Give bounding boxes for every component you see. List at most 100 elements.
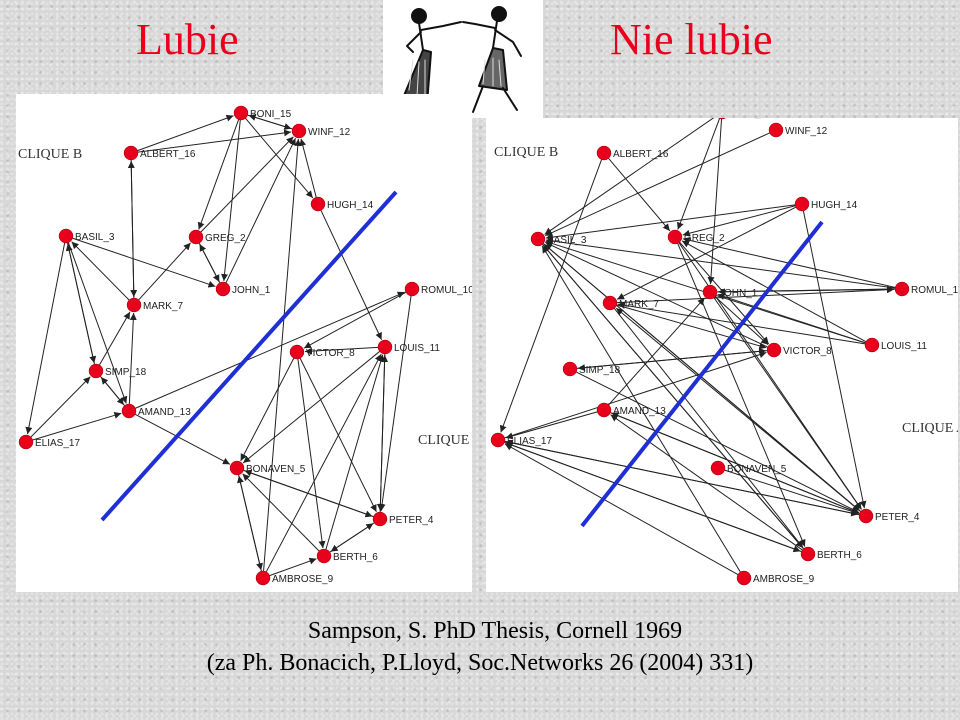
disliked-network-graph: BONI_15WINF_12ALBERT_16HUGH_14BASIL_3GRE… bbox=[490, 118, 958, 586]
node-peter-4 bbox=[372, 511, 388, 527]
node-john-1 bbox=[215, 281, 231, 297]
edge-hugh-14-to-louis-11 bbox=[320, 210, 383, 340]
node-label-elias-17: ELIAS_17 bbox=[35, 438, 80, 449]
edge-boni-15-to-basil-3 bbox=[544, 118, 715, 235]
clique-b-label: CLIQUE B bbox=[494, 145, 558, 160]
edge-victor-8-to-bonaven-5 bbox=[240, 357, 295, 462]
node-label-basil-3: BASIL_3 bbox=[75, 232, 115, 243]
node-mark-7 bbox=[126, 297, 142, 313]
edge-hugh-14-to-greg-2 bbox=[682, 205, 796, 237]
edge-romul-10-to-victor-8 bbox=[303, 291, 407, 349]
node-label-berth-6: BERTH_6 bbox=[817, 550, 862, 561]
node-elias-17 bbox=[490, 432, 506, 448]
node-mark-7 bbox=[602, 295, 618, 311]
edge-layer bbox=[499, 118, 896, 576]
edge-victor-8-to-berth-6 bbox=[297, 358, 326, 549]
edge-amand-13-to-elias-17 bbox=[505, 411, 598, 440]
edge-boni-15-to-greg-2 bbox=[197, 119, 240, 230]
node-bonaven-5 bbox=[229, 460, 245, 476]
edge-ambrose-9-to-louis-11 bbox=[265, 353, 382, 573]
clique-a-label: CLIQUE A bbox=[902, 421, 958, 436]
node-bonaven-5 bbox=[710, 460, 726, 476]
node-label-albert-16: ALBERT_16 bbox=[613, 149, 669, 160]
edge-berth-6-to-bonaven-5 bbox=[242, 473, 320, 552]
edge-mark-7-to-basil-3 bbox=[71, 241, 130, 301]
node-elias-17 bbox=[18, 434, 34, 450]
edge-simp-18-to-victor-8 bbox=[576, 347, 767, 369]
edge-louis-11-to-john-1 bbox=[717, 293, 866, 344]
edge-simp-18-to-peter-4 bbox=[576, 371, 860, 513]
node-label-louis-11: LOUIS_11 bbox=[394, 343, 440, 354]
edge-basil-3-to-john-1 bbox=[72, 237, 216, 288]
node-label-mark-7: MARK_7 bbox=[143, 301, 183, 312]
node-victor-8 bbox=[766, 342, 782, 358]
node-label-john-1: JOHN_1 bbox=[232, 285, 271, 296]
node-label-amand-13: AMAND_13 bbox=[613, 406, 666, 417]
node-label-victor-8: VICTOR_8 bbox=[306, 348, 355, 359]
node-ambrose-9 bbox=[736, 570, 752, 586]
node-label-elias-17: ELIAS_17 bbox=[507, 436, 552, 447]
edge-hugh-14-to-winf-12 bbox=[299, 138, 317, 198]
edge-peter-4-to-louis-11 bbox=[379, 354, 389, 513]
node-label-simp-18: SIMP_18 bbox=[579, 365, 621, 376]
edge-amand-13-to-simp-18 bbox=[100, 376, 125, 406]
node-greg-2 bbox=[667, 229, 683, 245]
node-label-berth-6: BERTH_6 bbox=[333, 552, 378, 563]
node-label-romul-10: ROMUL_10 bbox=[421, 285, 472, 296]
node-albert-16 bbox=[123, 145, 139, 161]
edge-romul-10-to-basil-3 bbox=[545, 237, 896, 289]
title-lubie: Lubie bbox=[136, 15, 239, 64]
node-romul-10 bbox=[404, 281, 420, 297]
node-label-amand-13: AMAND_13 bbox=[138, 407, 191, 418]
edge-elias-17-to-simp-18 bbox=[30, 376, 91, 438]
node-label-greg-2: GREG_2 bbox=[205, 233, 246, 244]
node-label-peter-4: PETER_4 bbox=[389, 515, 434, 526]
edge-hugh-14-to-peter-4 bbox=[802, 210, 867, 509]
clique-divider-line bbox=[580, 220, 824, 528]
node-basil-3 bbox=[58, 228, 74, 244]
node-label-romul-10: ROMUL_10 bbox=[911, 285, 958, 296]
edge-greg-2-to-winf-12 bbox=[200, 136, 294, 233]
edge-mark-7-to-greg-2 bbox=[138, 242, 191, 301]
node-berth-6 bbox=[316, 548, 332, 564]
node-john-1 bbox=[702, 284, 718, 300]
edge-layer bbox=[25, 114, 412, 577]
edge-basil-3-to-elias-17 bbox=[25, 242, 66, 435]
edge-simp-18-to-basil-3 bbox=[65, 243, 95, 365]
edge-amand-13-to-romul-10 bbox=[135, 291, 405, 409]
edge-berth-6-to-louis-11 bbox=[325, 354, 385, 550]
edge-greg-2-to-berth-6 bbox=[677, 243, 806, 547]
node-label-greg-2: GREG_2 bbox=[684, 233, 725, 244]
clique-divider-line bbox=[100, 190, 398, 522]
edge-mark-7-to-victor-8 bbox=[616, 304, 767, 350]
edge-john-1-to-greg-2 bbox=[199, 243, 221, 284]
node-albert-16 bbox=[596, 145, 612, 161]
citation-line-1: Sampson, S. PhD Thesis, Cornell 1969 bbox=[307, 618, 683, 644]
edge-albert-16-to-elias-17 bbox=[499, 159, 603, 433]
node-label-hugh-14: HUGH_14 bbox=[811, 200, 858, 211]
title-nie-lubie: Nie lubie bbox=[610, 15, 773, 64]
edge-mark-7-to-romul-10 bbox=[616, 286, 895, 304]
edge-elias-17-to-amand-13 bbox=[32, 411, 122, 441]
node-layer: BONI_15WINF_12ALBERT_16HUGH_14BASIL_3GRE… bbox=[490, 118, 958, 586]
node-winf-12 bbox=[291, 123, 307, 139]
edge-boni-15-to-greg-2 bbox=[677, 118, 721, 230]
node-hugh-14 bbox=[794, 196, 810, 212]
edge-peter-4-to-berth-6 bbox=[330, 522, 375, 553]
node-label-bonaven-5: BONAVEN_5 bbox=[727, 464, 787, 475]
node-label-bonaven-5: BONAVEN_5 bbox=[246, 464, 306, 475]
edge-albert-16-to-winf-12 bbox=[137, 129, 292, 153]
node-louis-11 bbox=[864, 337, 880, 353]
edge-john-1-to-winf-12 bbox=[225, 137, 296, 283]
edge-elias-17-to-victor-8 bbox=[504, 351, 767, 439]
node-label-albert-16: ALBERT_16 bbox=[140, 149, 196, 160]
disliked-network-panel: BONI_15WINF_12ALBERT_16HUGH_14BASIL_3GRE… bbox=[486, 118, 958, 592]
node-boni-15 bbox=[717, 118, 727, 120]
node-label-peter-4: PETER_4 bbox=[875, 512, 920, 523]
edge-albert-16-to-greg-2 bbox=[608, 158, 671, 232]
node-label-ambrose-9: AMBROSE_9 bbox=[272, 574, 334, 585]
edge-amand-13-to-bonaven-5 bbox=[134, 413, 231, 465]
edge-amand-13-to-john-1 bbox=[608, 297, 706, 406]
